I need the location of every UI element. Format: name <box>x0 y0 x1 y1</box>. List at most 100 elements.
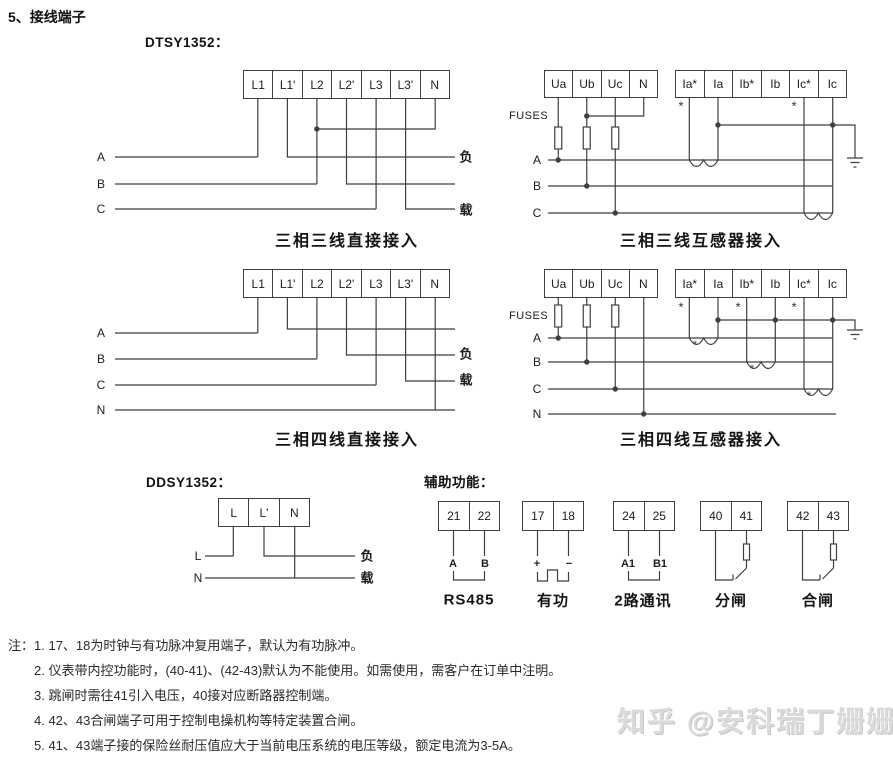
junction-dot <box>715 122 721 128</box>
terminal-cell: L1' <box>272 270 301 297</box>
aux-caption-comm: 2路通讯 <box>614 592 672 610</box>
notes-block: 注： 1. 17、18为时钟与有功脉冲复用端子，默认为有功脉冲。 2. 仪表带内… <box>8 633 561 758</box>
terminal-cell: Ib* <box>732 270 761 297</box>
wire <box>405 99 455 210</box>
terminal-cell: Ub <box>572 71 600 97</box>
wire <box>586 98 645 117</box>
terminal-cell: L1 <box>251 276 265 291</box>
pin-label-minus: − <box>565 558 573 570</box>
terminal-cell: L3 <box>360 270 390 297</box>
terminal-cell: 24 <box>622 509 636 523</box>
junction-dot <box>830 317 836 323</box>
terminal-cell: Ia* <box>682 77 698 91</box>
junction-dot <box>612 386 618 392</box>
terminal-cell: N <box>628 71 657 97</box>
diagram-caption: 三相四线直接接入 <box>274 432 420 449</box>
terminal-cell: Ia <box>703 71 733 97</box>
neutral-label: N <box>193 571 203 585</box>
terminal-cell: N <box>278 499 309 526</box>
terminal-cell: Uc <box>600 71 629 97</box>
ct-coil <box>746 360 776 370</box>
bracket <box>627 571 661 581</box>
aux-pulse-wires <box>536 531 570 582</box>
wire <box>452 531 486 556</box>
junction-dot <box>555 157 561 163</box>
ct-coil <box>688 158 719 168</box>
aux-open-wires <box>714 531 751 581</box>
polarity-star: * <box>791 98 797 114</box>
diagram-ct3-wires <box>548 98 863 221</box>
terminal-cell: L2' <box>331 71 360 98</box>
phase-b-label: B <box>532 355 542 369</box>
terminal-cell: Ua <box>550 276 567 291</box>
bracket <box>452 571 486 581</box>
terminal-cell: Ic <box>817 71 847 97</box>
terminal-cell: N <box>628 270 657 297</box>
neutral-label: N <box>96 403 106 417</box>
fuses-label: FUSES <box>509 110 549 122</box>
switch-blade <box>822 567 834 580</box>
note-text: 1. 17、18为时钟与有功脉冲复用端子，默认为有功脉冲。 <box>34 638 364 653</box>
diagram-direct3-wires <box>115 99 455 210</box>
junction-dot <box>830 122 836 128</box>
zhihu-watermark: 知乎 @安科瑞丁姗姗 <box>617 706 893 737</box>
pin-label-plus: + <box>533 558 541 570</box>
pin-label-b: B <box>481 558 489 570</box>
ground-icon <box>847 157 863 168</box>
pin-label-a: A <box>449 558 457 570</box>
polarity-star: * <box>735 299 741 315</box>
aux-caption-rs485: RS485 <box>443 591 495 609</box>
wire <box>557 298 645 414</box>
terminal-cell: L1 <box>251 77 265 92</box>
terminal-cell: L2 <box>301 71 331 98</box>
terminal-cell: Ib <box>760 71 790 97</box>
wire <box>115 298 455 411</box>
ct-polarity-star: * <box>806 390 812 402</box>
terminal-cell: 42 <box>796 509 810 523</box>
note-line: 5. 41、43端子接的保险丝耐压值应大于当前电压系统的电压等级，额定电流为3-… <box>34 738 521 753</box>
terminal-cell: 18 <box>552 502 584 530</box>
terminal-cell: L3' <box>390 71 419 98</box>
polarity-star: * <box>791 299 797 315</box>
phase-a-label: A <box>96 150 106 164</box>
fuse-icon <box>554 304 563 328</box>
terminal-cell: Ub <box>572 270 600 297</box>
junction-dot <box>314 126 320 132</box>
junction-dot <box>772 317 778 323</box>
wire <box>345 298 455 356</box>
fuse-icon <box>582 304 591 328</box>
terminal-cell: L2 <box>301 270 331 297</box>
phase-c-label: C <box>532 206 542 220</box>
aux-caption-close: 合闸 <box>801 592 835 610</box>
fuse-icon <box>829 543 838 561</box>
diagram-caption: 三相四线互感器接入 <box>619 432 783 449</box>
phase-c-label: C <box>96 202 106 216</box>
fuses-label: FUSES <box>509 310 549 322</box>
wire <box>115 298 259 334</box>
aux-comm-wires <box>627 531 661 581</box>
wire <box>718 319 856 330</box>
wire <box>536 531 570 556</box>
note-line: 4. 42、43合闸端子可用于控制电操机构等特定装置合闸。 <box>34 713 364 728</box>
terminal-cell: L3 <box>360 71 390 98</box>
terminal-cell: N <box>419 270 449 297</box>
live-label: L <box>194 549 202 563</box>
terminal-cell: L2' <box>331 270 360 297</box>
phase-a-label: A <box>532 331 542 345</box>
junction-dot <box>555 335 561 341</box>
phase-line <box>548 159 833 214</box>
wire <box>205 527 355 579</box>
terminal-cell: L1' <box>272 71 301 98</box>
wire <box>115 99 318 185</box>
aux-close-wires <box>801 531 838 581</box>
ct-polarity-star: * <box>749 363 755 375</box>
polarity-star: * <box>678 299 684 315</box>
wire <box>316 99 436 130</box>
diagram-caption: 三相三线直接接入 <box>274 233 420 250</box>
